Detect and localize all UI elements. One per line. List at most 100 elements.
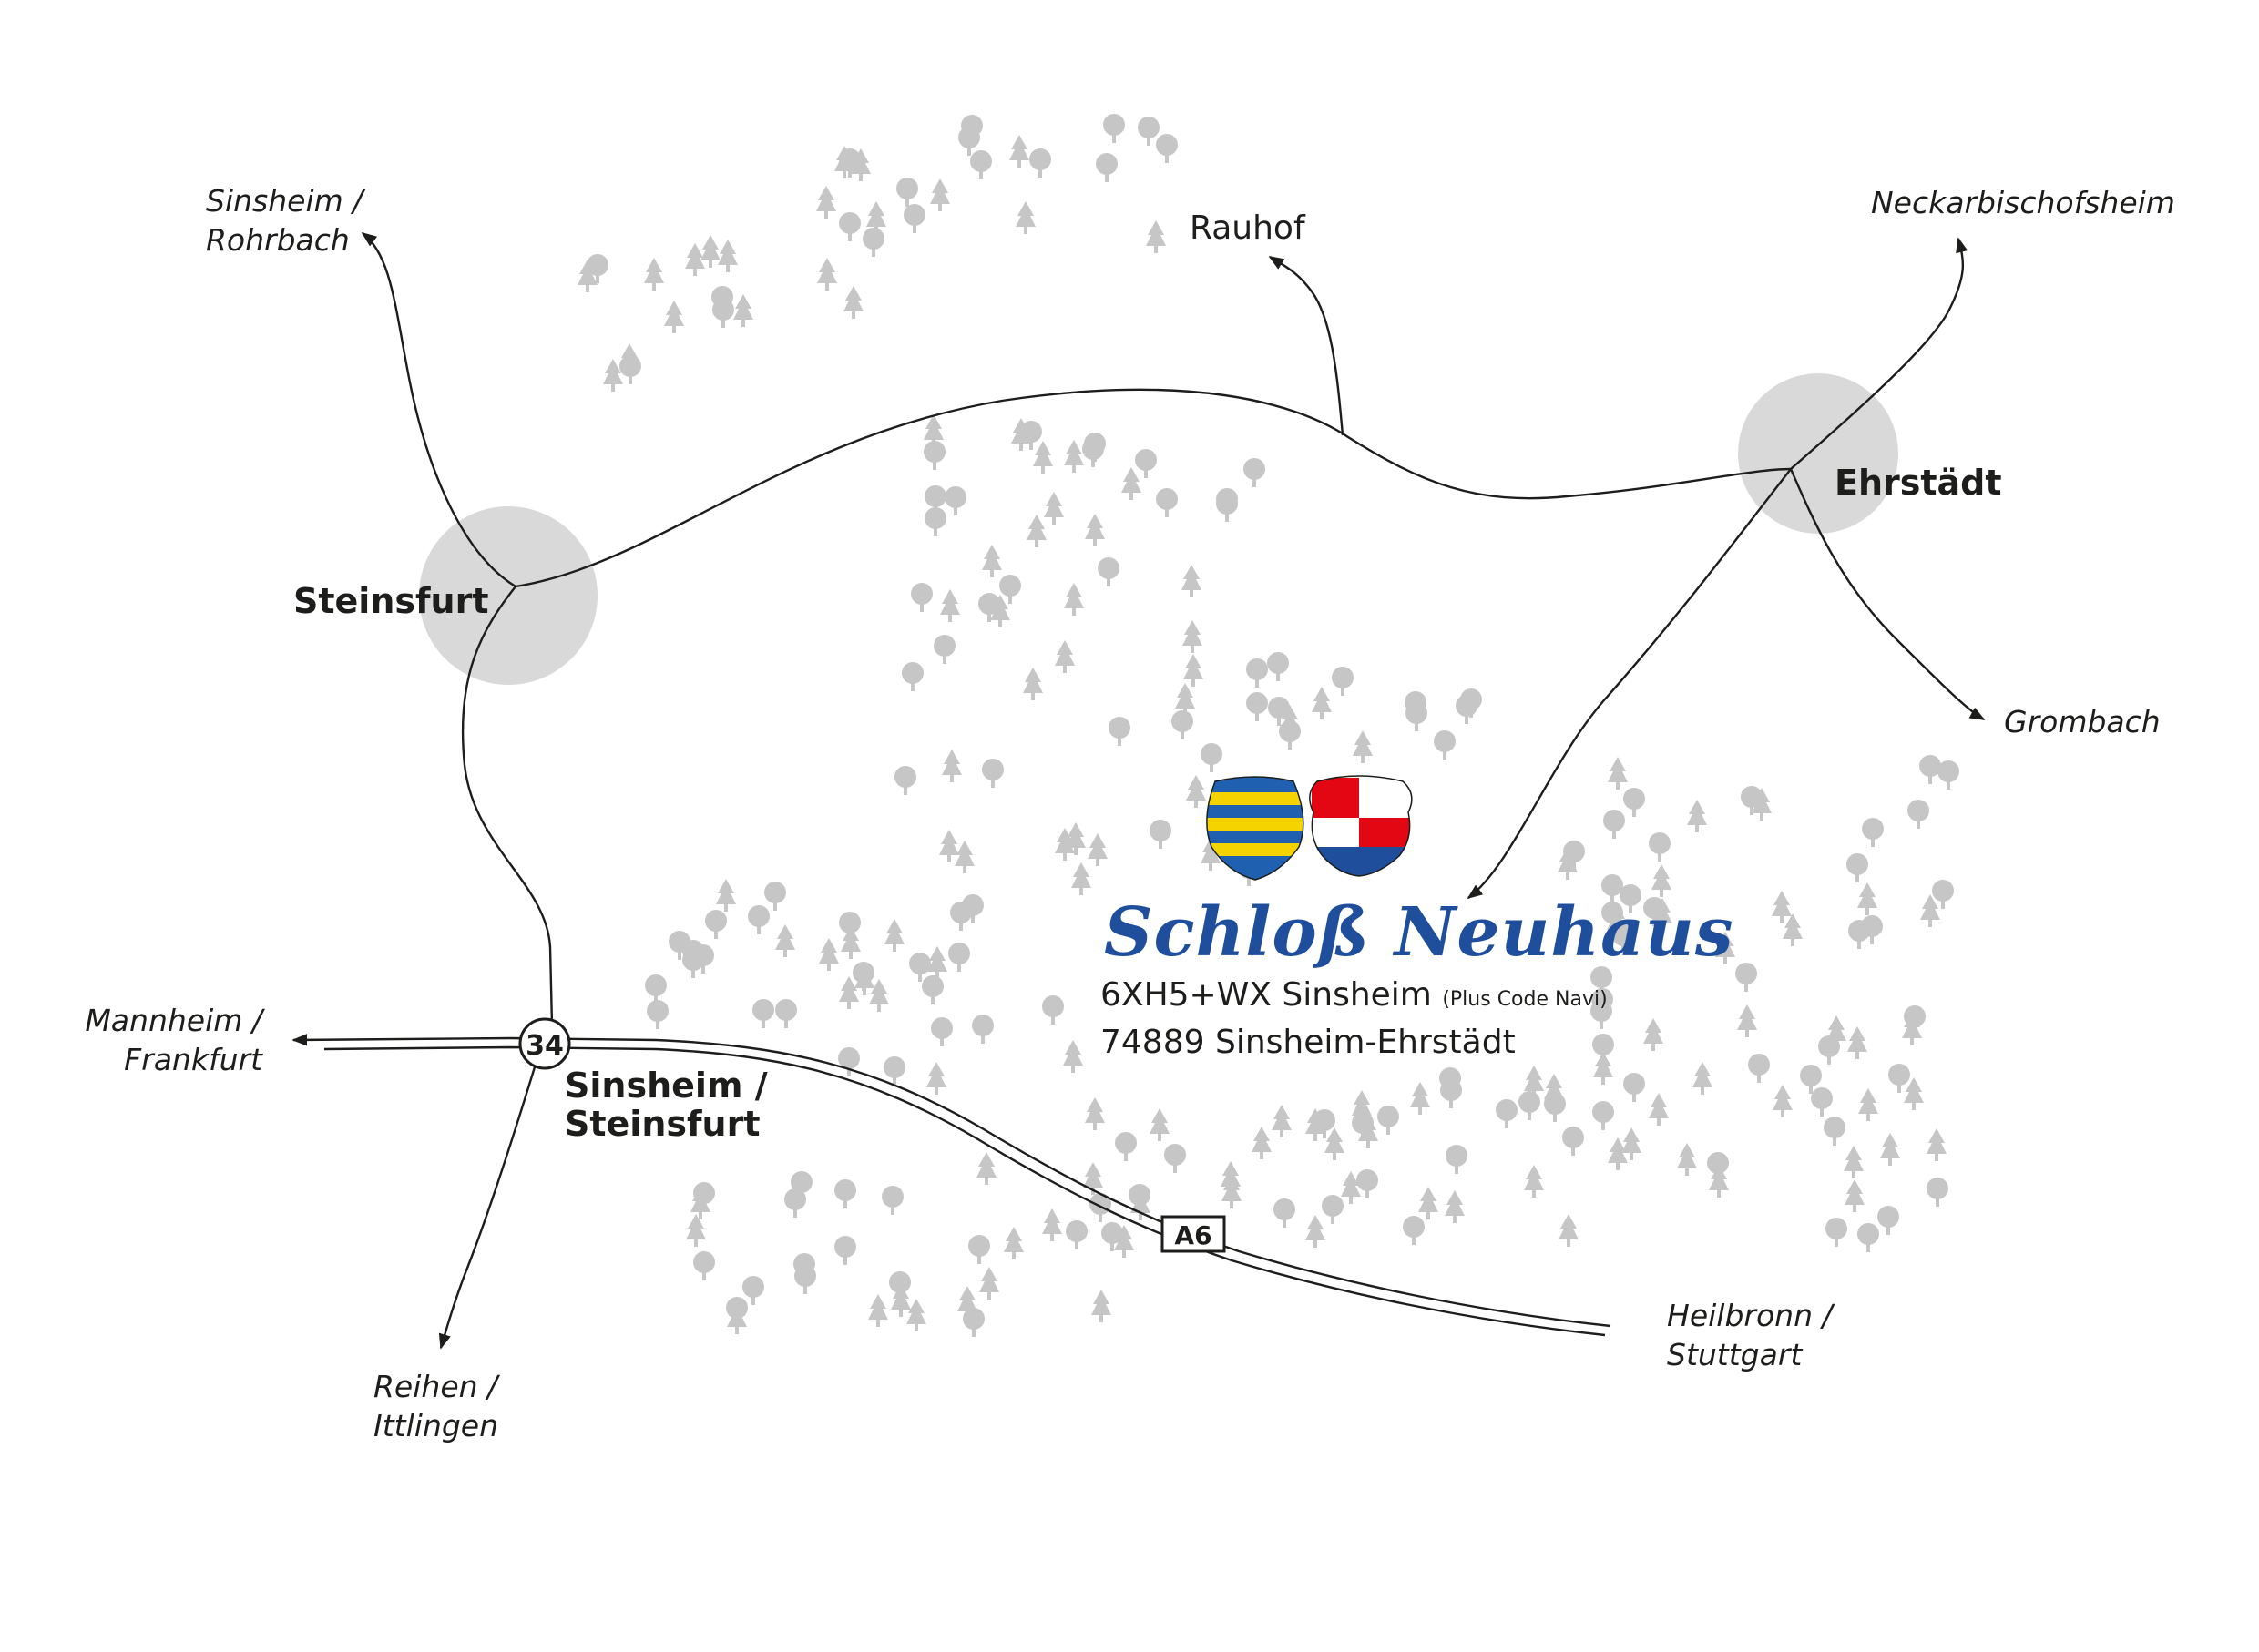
tree-icon	[742, 1276, 764, 1305]
tree-icon	[863, 228, 884, 257]
tree-icon	[1601, 902, 1623, 931]
tree-icon	[962, 894, 984, 923]
fir-tree-icon	[1063, 1040, 1083, 1073]
tree-icon	[1164, 1144, 1186, 1173]
fir-tree-icon	[927, 946, 947, 979]
tree-icon	[1138, 117, 1160, 146]
dest-sinsheim-rohrbach-line2: Rohrbach	[206, 221, 350, 258]
fir-tree-icon	[841, 926, 861, 959]
fir-tree-icon	[1687, 800, 1707, 832]
tree-icon	[834, 1179, 856, 1208]
venue-postal-address: 74889 Sinsheim-Ehrstädt	[1100, 1024, 1516, 1061]
fir-tree-icon	[1927, 1128, 1947, 1161]
dest-reihen-ittlingen-line1: Reihen /	[373, 1369, 498, 1404]
fir-tree-icon	[1085, 1097, 1105, 1130]
fir-tree-icon	[1044, 492, 1064, 525]
tree-icon	[1927, 1178, 1948, 1207]
tree-icon	[1066, 1220, 1088, 1249]
fir-tree-icon	[603, 359, 623, 392]
federal-road-34-sign: 34	[518, 1017, 571, 1070]
fir-tree-icon	[1272, 1105, 1292, 1137]
fir-tree-icon	[1643, 1018, 1663, 1051]
tree-icon	[1313, 1109, 1335, 1138]
tree-icon	[1020, 421, 1042, 450]
tree-icon	[882, 1186, 904, 1215]
fir-tree-icon	[939, 830, 959, 862]
shield-outline-left	[1206, 776, 1304, 881]
fir-tree-icon	[1608, 1137, 1628, 1170]
fir-tree-icon	[1324, 1127, 1344, 1160]
tree-icon	[705, 910, 727, 939]
fir-tree-icon	[1183, 654, 1203, 687]
fir-tree-icon	[1221, 1161, 1241, 1194]
tree-icon	[1279, 720, 1301, 750]
fir-tree-icon	[955, 841, 975, 873]
tree-icon	[647, 1000, 669, 1029]
fir-tree-icon	[1121, 467, 1141, 500]
town-steinsfurt: Steinsfurt	[293, 581, 489, 621]
fir-tree-icon	[664, 301, 684, 333]
fir-tree-icon	[1445, 1190, 1465, 1223]
tree-icon	[1824, 1117, 1845, 1146]
tree-icon	[945, 486, 966, 515]
tree-icon	[1877, 1206, 1899, 1235]
fir-tree-icon	[1920, 894, 1940, 927]
fir-tree-icon	[940, 589, 960, 622]
shield-outline-right	[1309, 775, 1413, 877]
fir-tree-icon	[1902, 1013, 1922, 1045]
fir-tree-icon	[1150, 1108, 1170, 1141]
dest-heilbronn-stuttgart-line1: Heilbronn /	[1667, 1298, 1833, 1333]
tree-icon	[1403, 1216, 1425, 1245]
fir-tree-icon	[1085, 514, 1105, 546]
tree-icon	[1171, 710, 1193, 739]
dest-sinsheim-rohrbach: Sinsheim / Rohrbach	[206, 182, 363, 260]
dest-neckarbischofsheim: Neckarbischofsheim	[1871, 185, 2175, 220]
tree-icon	[794, 1265, 816, 1294]
fir-tree-icon	[1312, 687, 1332, 719]
motorway-a6-label: A6	[1174, 1220, 1211, 1250]
tree-icon	[909, 953, 931, 982]
tree-icon	[896, 178, 918, 207]
fir-tree-icon	[1186, 775, 1206, 808]
tree-icon	[1103, 114, 1125, 143]
tree-icon	[1216, 493, 1238, 522]
fir-tree-icon	[1418, 1187, 1438, 1219]
fir-tree-icon	[1305, 1215, 1325, 1248]
tree-icon	[1082, 438, 1104, 467]
tree-icon	[902, 662, 924, 691]
tree-icon	[999, 575, 1021, 604]
tree-icon	[1098, 557, 1119, 586]
fir-tree-icon	[1130, 1188, 1150, 1220]
fir-tree-icon	[1524, 1165, 1544, 1198]
coat-of-arms-red-white-icon	[1309, 776, 1412, 876]
tree-icon	[692, 944, 714, 974]
tree-icon	[1591, 988, 1613, 1017]
tree-icon	[1246, 658, 1268, 688]
venue-plus-code: 6XH5+WX Sinsheim	[1100, 976, 1432, 1014]
road-to-neckarbischofsheim	[1790, 237, 1968, 470]
tree-icon	[1919, 755, 1941, 784]
tree-icon	[968, 1235, 990, 1264]
fir-tree-icon	[1027, 515, 1047, 547]
fir-tree-icon	[1651, 864, 1671, 897]
tree-icon	[1748, 1054, 1770, 1083]
tree-icon	[982, 759, 1004, 788]
fir-tree-icon	[1845, 1179, 1865, 1212]
tree-icon	[838, 1047, 860, 1076]
tree-icon	[712, 299, 734, 328]
tree-icon	[748, 905, 770, 934]
tree-icon	[1115, 1132, 1137, 1161]
tree-icon	[1620, 884, 1641, 913]
tree-icon	[1156, 488, 1178, 517]
fir-tree-icon	[1621, 1127, 1641, 1160]
tree-icon	[1273, 1198, 1295, 1228]
fir-tree-icon	[816, 186, 836, 219]
fir-tree-icon	[979, 1267, 999, 1300]
tree-icon	[1267, 652, 1289, 681]
tree-icon	[958, 127, 980, 156]
tree-icon	[839, 212, 861, 241]
tree-icon	[1440, 1079, 1462, 1108]
fir-tree-icon	[817, 258, 837, 291]
fir-tree-icon	[1064, 583, 1084, 616]
dest-grombach: Grombach	[2004, 704, 2161, 739]
